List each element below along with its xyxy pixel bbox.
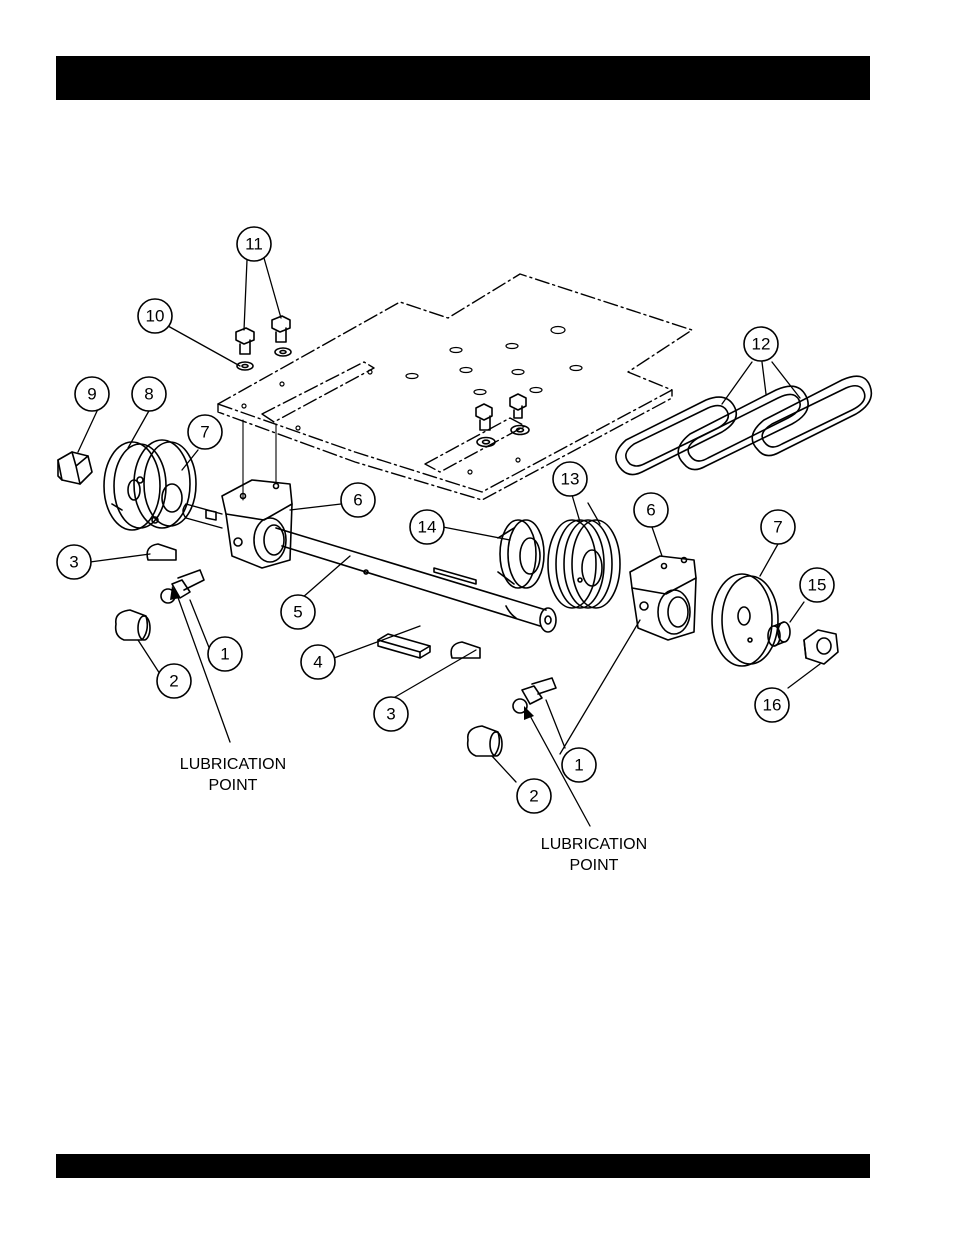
woodruff-key-3-left [147,544,176,560]
callout-6-left: 6 [353,491,362,510]
hub-14 [498,520,544,588]
callout-circles [57,227,834,813]
washer-10 [237,348,291,370]
cap-screw-11a [236,328,254,354]
leader-lines [78,258,820,826]
callout-11: 11 [245,235,263,254]
bearing-block-6-left [222,480,292,568]
sheave-7-right [712,574,778,666]
callout-15: 15 [808,576,827,595]
sheave-7-left [134,440,196,528]
callout-9: 9 [87,385,96,404]
callout-3-right: 3 [386,705,395,724]
callout-2-right: 2 [529,787,538,806]
callout-2-left: 2 [169,672,178,691]
bearing-block-6-right [630,556,696,640]
callout-1-left: 1 [220,645,229,664]
callout-7-right: 7 [773,518,782,537]
callout-13: 13 [561,470,580,489]
callout-10: 10 [146,307,165,326]
callout-6-right: 6 [646,501,655,520]
lubrication-label-right-line1: LUBRICATION [541,836,647,853]
mounting-plate [218,274,692,500]
hex-nut-16 [804,630,838,664]
cap-screw-11b [272,316,290,342]
grease-fitting-1-left [161,570,204,603]
cap-2-right [468,726,502,756]
callout-3-left: 3 [69,553,78,572]
callout-1-right: 1 [574,756,583,775]
plate-slots [242,327,582,475]
v-belts-12 [616,376,872,474]
cap-2-left [116,610,150,640]
callout-14: 14 [418,518,437,537]
callout-12: 12 [752,335,771,354]
lubrication-label-right-line2: POINT [570,857,619,874]
callout-7-left: 7 [200,423,209,442]
sheave-13 [548,520,620,608]
callout-5: 5 [293,603,302,622]
lubrication-label-left-line2: POINT [209,777,258,794]
callout-16: 16 [763,696,782,715]
callout-4: 4 [313,653,322,672]
key-4 [378,634,430,658]
lubrication-label-left-line1: LUBRICATION [180,756,286,773]
callout-8: 8 [144,385,153,404]
hex-nut-9 [58,452,92,484]
